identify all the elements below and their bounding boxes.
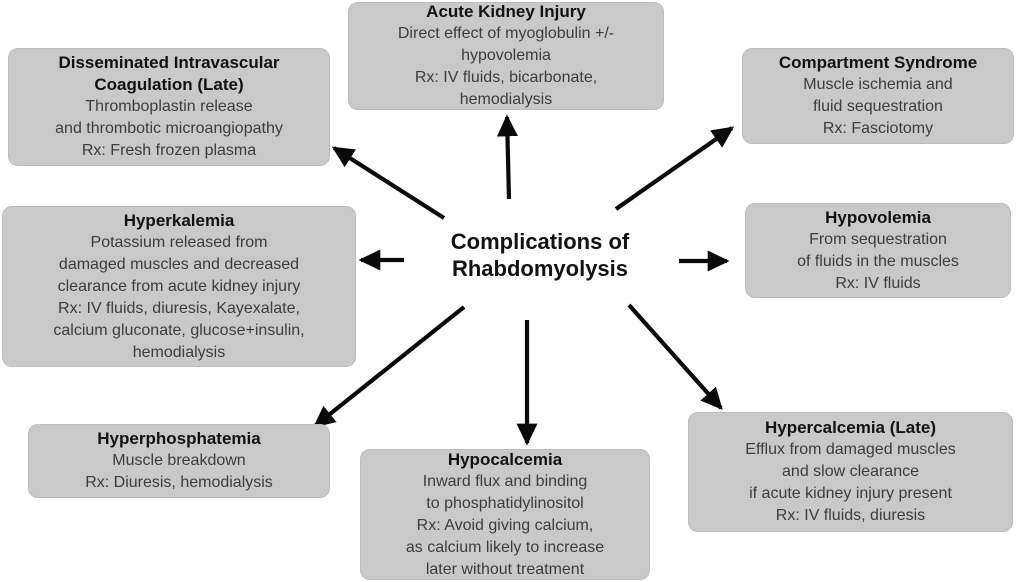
node-title: Hyperphosphatemia xyxy=(97,429,261,448)
node-body: Muscle ischemia and fluid sequestration … xyxy=(803,76,953,137)
node-hyperphosphatemia: Hyperphosphatemia Muscle breakdown Rx: D… xyxy=(28,424,330,498)
arrow-center-to-hypercalcemia xyxy=(627,303,723,410)
node-title: Hypocalcemia xyxy=(447,449,563,469)
node-hypocalcemia: Hypocalcemia Inward flux and binding to … xyxy=(360,449,650,580)
node-title: Hyperkalemia xyxy=(123,210,235,230)
node-title: Disseminated Intravascular Coagulation (… xyxy=(58,53,280,94)
node-compartment-syndrome: Compartment Syndrome Muscle ischemia and… xyxy=(742,48,1014,144)
node-title: Acute Kidney Injury xyxy=(426,2,586,21)
node-body: Efflux from damaged muscles and slow cle… xyxy=(745,441,956,524)
node-body: From sequestration of fluids in the musc… xyxy=(797,230,959,292)
arrow-center-to-compartment-syndrome xyxy=(614,126,735,211)
node-body: Thromboplastin release and thrombotic mi… xyxy=(55,98,283,159)
node-hypercalcemia: Hypercalcemia (Late) Efflux from damaged… xyxy=(688,412,1013,532)
center-title: Complications of Rhabdomyolysis xyxy=(450,229,630,281)
node-body: Potassium released from damaged muscles … xyxy=(53,233,305,361)
node-disseminated-intravascular-coagulation: Disseminated Intravascular Coagulation (… xyxy=(8,48,330,166)
node-title: Hypercalcemia (Late) xyxy=(764,418,937,437)
node-hypovolemia: Hypovolemia From sequestration of fluids… xyxy=(745,203,1011,298)
node-title: Hypovolemia xyxy=(825,207,931,227)
node-hyperkalemia: Hyperkalemia Potassium released from dam… xyxy=(2,206,356,367)
arrow-center-to-acute-kidney-injury xyxy=(496,114,518,200)
node-title: Compartment Syndrome xyxy=(778,53,978,72)
node-acute-kidney-injury: Acute Kidney Injury Direct effect of myo… xyxy=(348,2,664,110)
node-body: Direct effect of myoglobulin +/- hypovol… xyxy=(397,25,615,108)
node-body: Muscle breakdown Rx: Diuresis, hemodialy… xyxy=(85,452,273,491)
node-body: Inward flux and binding to phosphatidyli… xyxy=(405,472,605,578)
